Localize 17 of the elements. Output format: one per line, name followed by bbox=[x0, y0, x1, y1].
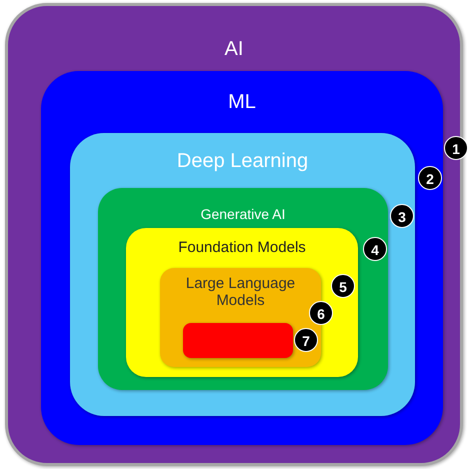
box-title: Generative AI bbox=[200, 206, 286, 222]
callout-number: 4 bbox=[363, 237, 387, 261]
callout-number: 6 bbox=[309, 301, 333, 325]
callout-number: 3 bbox=[390, 204, 414, 228]
box-title: Deep Learning bbox=[176, 150, 308, 173]
box-title: AI bbox=[224, 38, 244, 61]
box-title: ML bbox=[228, 91, 256, 114]
nested-panel bbox=[98, 188, 388, 390]
callout-number: 2 bbox=[418, 166, 442, 190]
callout-number: 7 bbox=[294, 328, 318, 352]
nested-panel bbox=[70, 133, 415, 416]
box-title: Foundation Models bbox=[178, 239, 306, 256]
callout-number: 5 bbox=[331, 274, 355, 298]
box-title: Large Language Models bbox=[184, 275, 296, 310]
nested-panel bbox=[126, 228, 358, 377]
nested-panel bbox=[41, 71, 443, 445]
callout-number: 1 bbox=[444, 136, 468, 160]
